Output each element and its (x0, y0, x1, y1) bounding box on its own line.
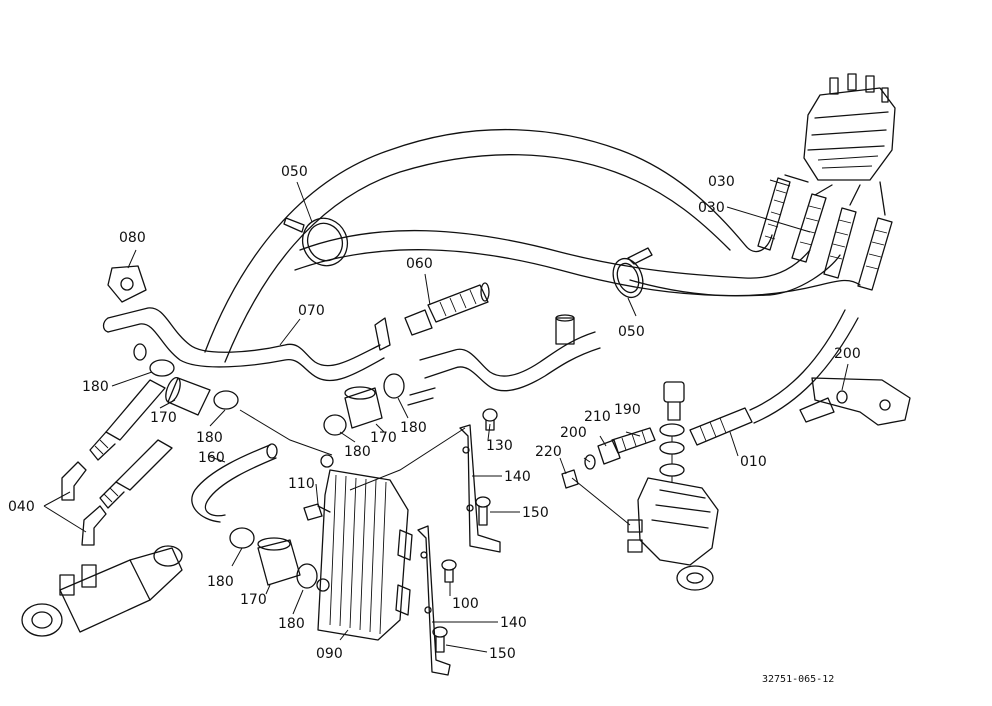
callout-140-lower: 140 (500, 615, 527, 631)
callout-030-upper: 030 (708, 174, 735, 190)
hydraulic-cylinder (21, 545, 183, 637)
right-bracket-200 (799, 377, 911, 426)
callout-110: 110 (288, 476, 315, 492)
callout-150-upper: 150 (522, 505, 549, 521)
callout-050-right: 050 (618, 324, 645, 340)
control-valve-top (784, 73, 896, 216)
callout-180-a: 180 (82, 379, 109, 395)
callout-210: 210 (584, 409, 611, 425)
fitting-220 (561, 469, 579, 489)
clamp-050-right (612, 247, 653, 299)
callout-130: 130 (486, 438, 513, 454)
fitting-030-1 (757, 177, 791, 251)
callout-180-c: 180 (344, 444, 371, 460)
elbow-040 (61, 461, 107, 546)
hose-lower (294, 229, 861, 297)
fitting-030-4 (857, 217, 893, 291)
bolt-150-bottom (432, 626, 448, 653)
washer-200-left (584, 454, 596, 470)
callout-080: 080 (119, 230, 146, 246)
callout-030-lower: 030 (698, 200, 725, 216)
callout-170-bottom: 170 (240, 592, 267, 608)
fitting-030-3 (823, 207, 857, 279)
callout-040: 040 (8, 499, 35, 515)
callout-050-left: 050 (281, 164, 308, 180)
callout-labels: 030 030 050 050 060 070 080 010 040 090 … (8, 164, 861, 685)
nut-210 (597, 439, 621, 465)
callout-180-d: 180 (400, 420, 427, 436)
reference-code: 32751-065-12 (762, 674, 834, 685)
callout-170-mid: 170 (370, 430, 397, 446)
clamps-180 (149, 359, 405, 589)
pipe-mid (407, 314, 601, 406)
callout-160: 160 (198, 450, 225, 466)
part-080-plate (107, 265, 147, 303)
callout-180-e: 180 (207, 574, 234, 590)
callout-170-left: 170 (150, 410, 177, 426)
callout-200-right: 200 (834, 346, 861, 362)
bolt-100 (441, 559, 457, 583)
sleeve-170-mid (344, 386, 383, 429)
stack-bolt (659, 381, 685, 482)
bolt-150-top (475, 496, 491, 526)
callout-070: 070 (298, 303, 325, 319)
valve-body (571, 477, 719, 591)
bolt-110 (303, 503, 331, 521)
oil-cooler-090 (239, 409, 413, 641)
bracket-140-bottom (417, 525, 451, 676)
callout-010: 010 (740, 454, 767, 470)
hose-left-1 (89, 379, 166, 461)
clamp-050-left (283, 217, 349, 267)
fitting-030-2 (791, 193, 827, 263)
hose-160 (191, 443, 278, 523)
callout-200-left: 200 (560, 425, 587, 441)
fitting-060 (404, 282, 490, 336)
bolt-130 (482, 408, 498, 431)
hose-upper (204, 128, 773, 363)
fitting-190 (611, 427, 656, 454)
bracket-140-top (349, 424, 501, 553)
pipe-070 (102, 307, 391, 382)
callout-220: 220 (535, 444, 562, 460)
leader-lines (43, 179, 849, 653)
callout-180-b: 180 (196, 430, 223, 446)
callout-150-lower: 150 (489, 646, 516, 662)
callout-190: 190 (614, 402, 641, 418)
pipe-010 (689, 309, 859, 446)
callout-140-upper: 140 (504, 469, 531, 485)
sleeve-170-bottom (257, 537, 301, 586)
sleeve-170-left (165, 376, 211, 416)
callout-090: 090 (316, 646, 343, 662)
callout-060: 060 (406, 256, 433, 272)
callout-180-f: 180 (278, 616, 305, 632)
callout-100: 100 (452, 596, 479, 612)
hose-left-2 (99, 439, 173, 509)
